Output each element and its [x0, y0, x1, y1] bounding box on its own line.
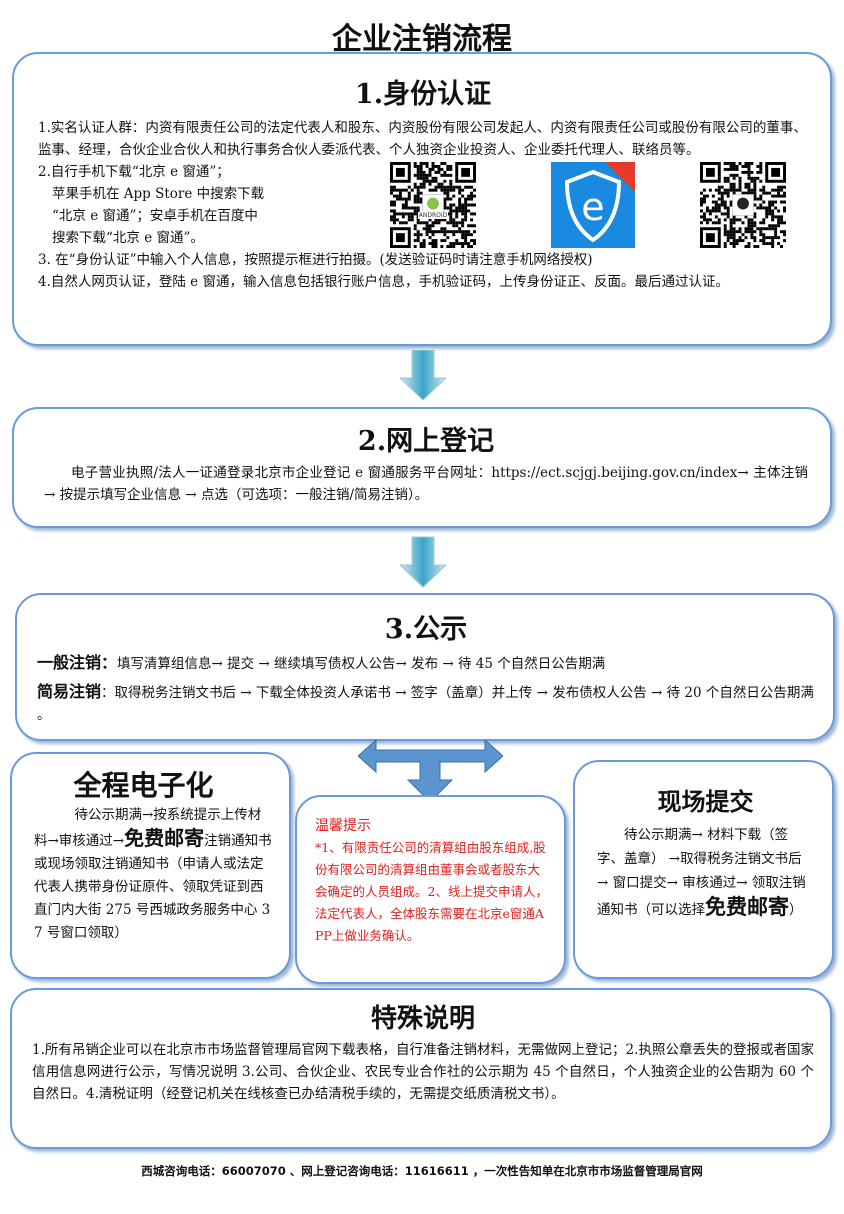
special-text: 1.所有吊销企业可以在北京市市场监督管理局官网下载表格，自行准备注销材料，无需做…: [32, 1042, 814, 1102]
onsite-box: 现场提交 待公示期满→ 材料下载（签字、盖章） →取得税务注销文书后 → 窗口提…: [573, 760, 834, 979]
tips-box: 温馨提示 *1、有限责任公司的清算组由股东组成,股份有限公司的清算组由董事会或者…: [295, 795, 566, 984]
down-arrow-icon: [400, 350, 446, 400]
step1-item4: 4.自然人网页认证，登陆 e 窗通，输入信息包括银行账户信息，手机验证码，上传身…: [38, 274, 729, 290]
general-label: 一般注销：: [37, 653, 118, 672]
page-title: 企业注销流程: [332, 22, 512, 57]
step1-box: 1.身份认证 1.实名认证人群：内资有限责任公司的法定代表人和股东、内资股份有限…: [12, 52, 832, 346]
step3-heading: 3.公示: [384, 614, 468, 645]
down-arrow-icon: [400, 536, 446, 588]
online-text1: 待公示期满→按系统提示上传材料→审核通过→: [34, 807, 262, 849]
step3-box: 3.公示 一般注销：填写清算组信息→ 提交 → 继续填写债权人公告→ 发布 → …: [15, 593, 835, 741]
footer-contact: 西城咨询电话：66007070 、网上登记咨询电话：11616611 ，一次性告…: [141, 1164, 703, 1178]
online-text: 待公示期满→按系统提示上传材料→审核通过→免费邮寄注销通知书或现场领取注销通知书…: [34, 804, 273, 945]
online-heading: 全程电子化: [73, 769, 214, 802]
step1-item2c: “北京 e 窗通”；安卓手机在百度中: [52, 208, 258, 224]
general-cancellation: 一般注销：填写清算组信息→ 提交 → 继续填写债权人公告→ 发布 → 待 45 …: [37, 652, 815, 675]
simple-cancellation: 简易注销：取得税务注销文书后 → 下载全体投资人承诺书 → 签字（盖章）并上传 …: [37, 681, 815, 726]
android-qr-code: [390, 162, 476, 248]
step1-item2b: 苹果手机在 App Store 中搜索下载: [52, 186, 265, 202]
step2-heading: 2.网上登记: [357, 426, 495, 457]
onsite-text1: 待公示期满→ 材料下载（签字、盖章） →取得税务注销文书后 → 窗口提交→ 审核…: [597, 827, 806, 918]
simple-text: ：取得税务注销文书后 → 下载全体投资人承诺书 → 签字（盖章）并上传 → 发布…: [37, 685, 814, 723]
step1-item1: 1.实名认证人群：内资有限责任公司的法定代表人和股东、内资股份有限公司发起人、内…: [38, 120, 807, 158]
simple-label: 简易注销: [37, 682, 102, 701]
tips-text: *1、有限责任公司的清算组由股东组成,股份有限公司的清算组由董事会或者股东大会确…: [315, 840, 548, 943]
free-mail-emphasis: 免费邮寄: [705, 895, 789, 919]
qr-android-label: ANDROID: [418, 212, 448, 219]
free-mail-emphasis: 免费邮寄: [124, 826, 205, 850]
step1-heading: 1.身份认证: [354, 79, 492, 110]
special-box: 特殊说明 1.所有吊销企业可以在北京市市场监督管理局官网下载表格，自行准备注销材…: [10, 988, 832, 1149]
online-text2: 注销通知书或现场领取注销通知书（申请人或法定代表人携带身份证原件、领取凭证到西直…: [34, 833, 272, 941]
step2-text: 电子营业执照/法人一证通登录北京市企业登记 e 窗通服务平台网址：https:/…: [44, 465, 808, 503]
online-box: 全程电子化 待公示期满→按系统提示上传材料→审核通过→免费邮寄注销通知书或现场领…: [10, 752, 291, 979]
special-heading: 特殊说明: [370, 1004, 475, 1034]
app-icon: e: [551, 162, 635, 248]
step2-box: 2.网上登记 电子营业执照/法人一证通登录北京市企业登记 e 窗通服务平台网址：…: [12, 407, 832, 528]
split-arrow-icon: [358, 740, 503, 802]
general-text: 填写清算组信息→ 提交 → 继续填写债权人公告→ 发布 → 待 45 个自然日公…: [117, 656, 606, 672]
onsite-text2: ）: [789, 902, 803, 918]
step1-item2a: 2.自行手机下载“北京 e 窗通”；: [38, 164, 230, 180]
step1-item3: 3. 在“身份认证”中输入个人信息，按照提示框进行拍摄。(发送验证码时请注意手机…: [38, 252, 593, 268]
iphone-qr-code: [700, 162, 786, 248]
svg-text:e: e: [581, 185, 604, 229]
step1-item2d: 搜索下载“北京 e 窗通”。: [52, 230, 204, 246]
onsite-heading: 现场提交: [657, 788, 754, 816]
tips-heading: 温馨提示: [315, 818, 371, 834]
onsite-text: 待公示期满→ 材料下载（签字、盖章） →取得税务注销文书后 → 窗口提交→ 审核…: [597, 823, 814, 922]
